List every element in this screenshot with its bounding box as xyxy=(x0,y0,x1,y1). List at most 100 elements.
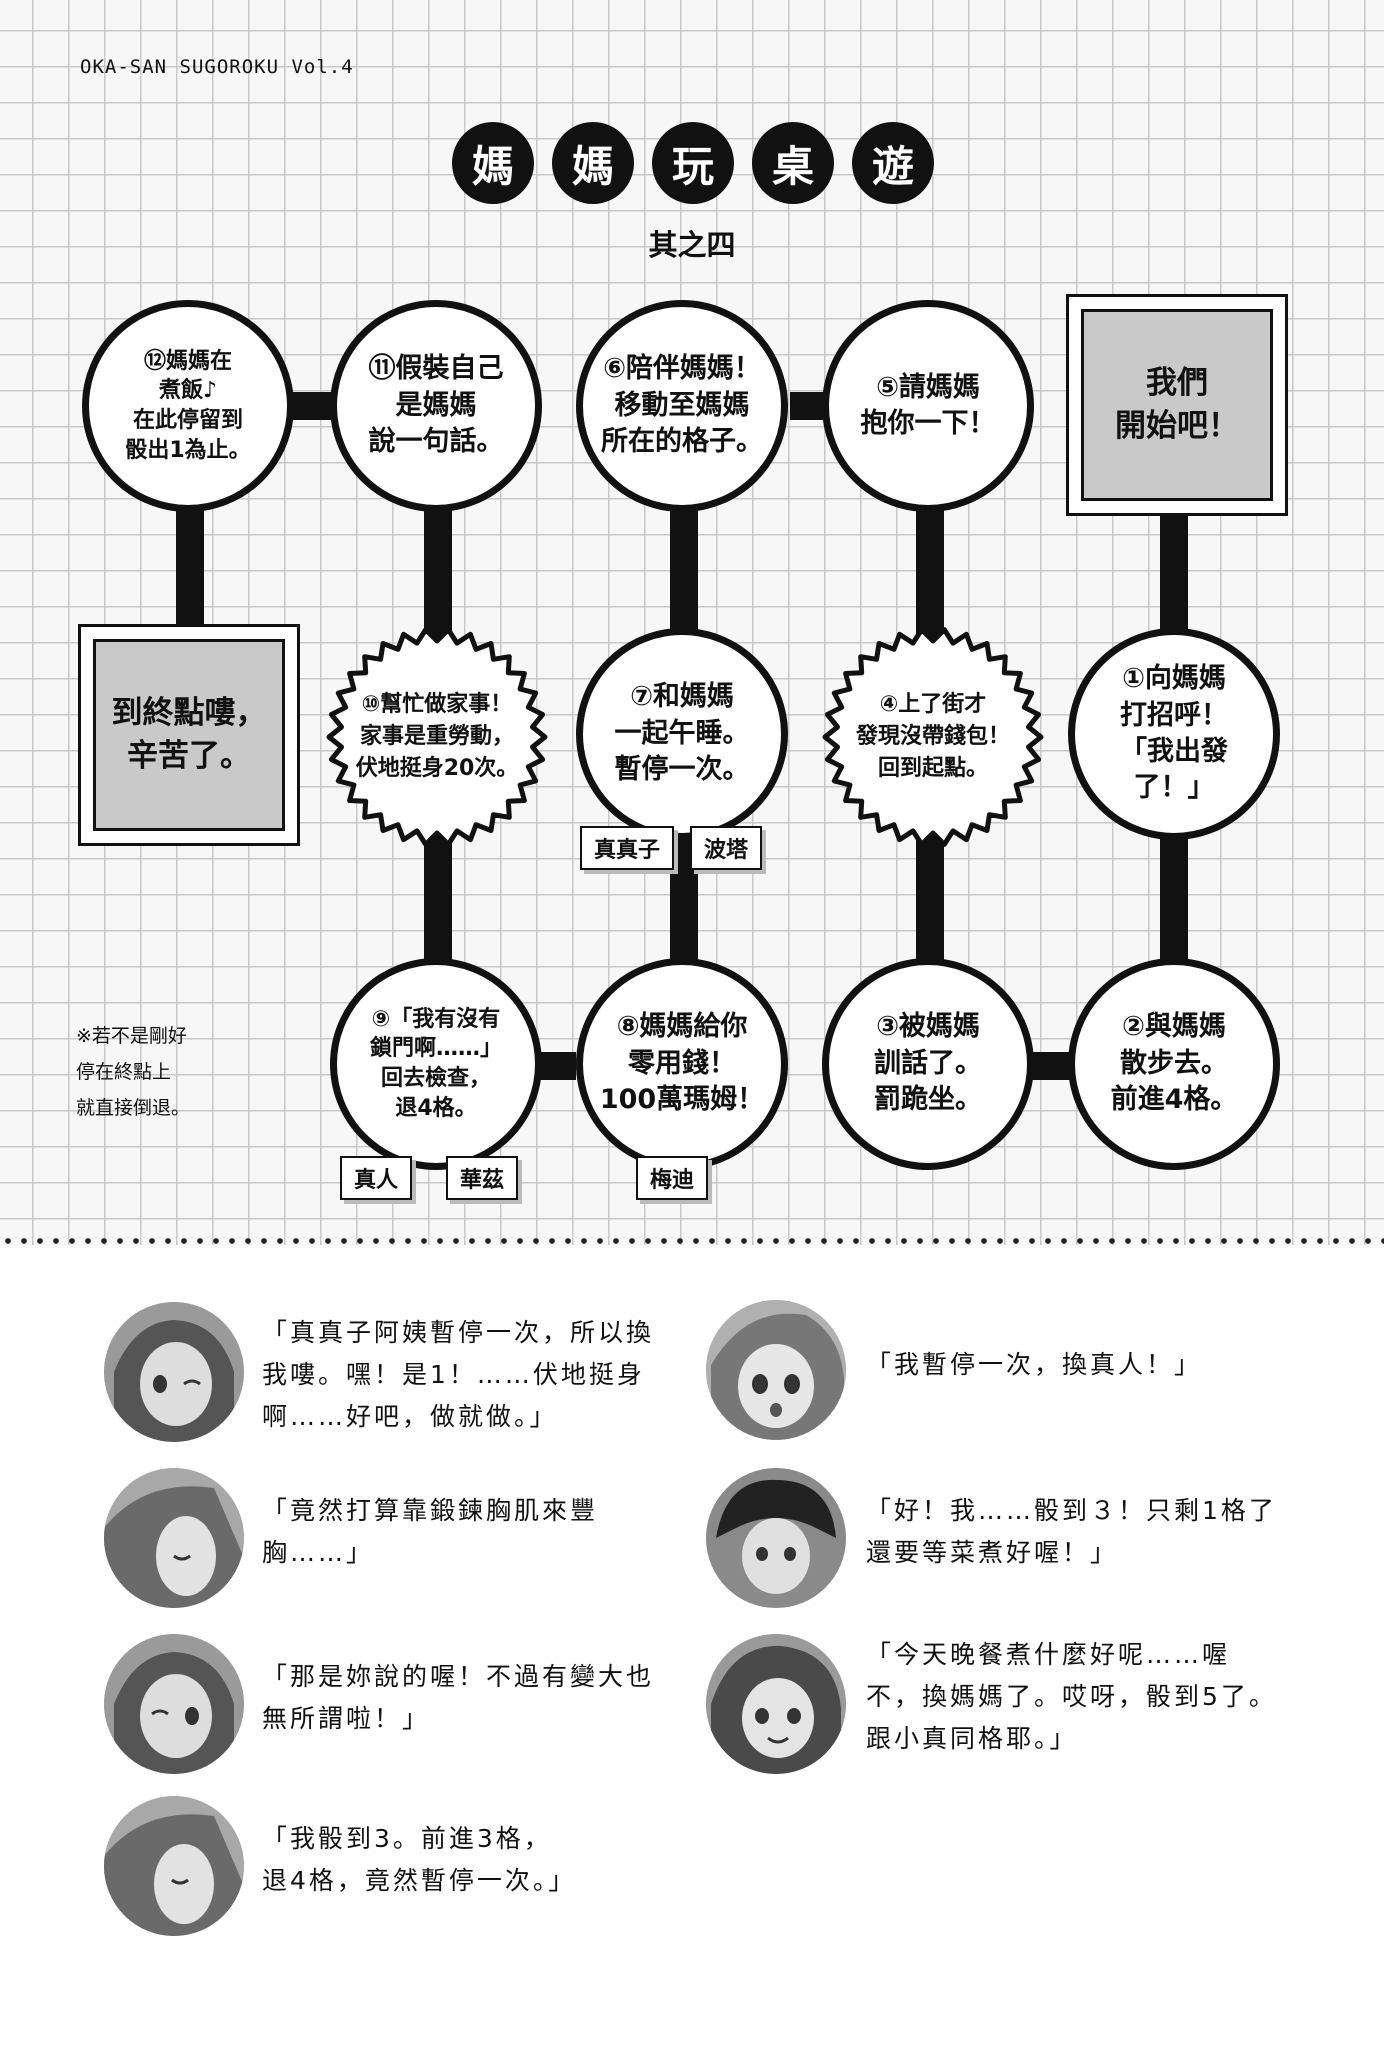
goal-text-line: 辛苦了。 xyxy=(127,738,251,774)
cell-text-line: ②與媽媽 xyxy=(1122,1011,1226,1043)
cell-text-line: 「我出發 xyxy=(1120,736,1228,767)
cell-text-line: ⑧媽媽給你 xyxy=(616,1011,748,1043)
quote-line: 「那是妳說的喔！不過有變大也 xyxy=(262,1662,655,1691)
cell-text-line: 說一句話。 xyxy=(368,426,504,458)
quote-line: 無所謂啦！」 xyxy=(262,1704,431,1733)
goal-text-line: 到終點嘍， xyxy=(111,694,267,731)
board-cell-4: ④上了街才 發現沒帶錢包！ 回到起點。 xyxy=(820,624,1046,850)
player-tag: 真人 xyxy=(340,1156,413,1200)
avatar-3 xyxy=(104,1634,244,1774)
board-cell-1: ①向媽媽 打招呼！ 「我出發 了！」 xyxy=(1068,628,1280,840)
path-connector xyxy=(1160,820,1188,970)
dialogue-quote: 「今天晚餐煮什麼好呢……喔 不，換媽媽了。哎呀，骰到5了。 跟小真同格耶。」 xyxy=(866,1634,1277,1760)
goal-square: 到終點嘍， 辛苦了。 xyxy=(78,624,300,846)
quote-line: 跟小真同格耶。」 xyxy=(866,1724,1078,1753)
quote-line: 我嘍。嘿！是1！……伏地挺身 xyxy=(262,1360,645,1389)
cell-text-line: ③被媽媽 xyxy=(876,1011,980,1043)
player-tag: 梅迪 xyxy=(636,1156,709,1200)
avatar-1 xyxy=(104,1302,244,1442)
player-tag: 波塔 xyxy=(690,826,763,870)
page-title: 媽 媽 玩 桌 遊 xyxy=(452,122,934,204)
cell-text-line: 了！」 xyxy=(1133,772,1215,804)
cell-text-line: 家事是重勞動， xyxy=(359,724,514,750)
cell-text-line: 發現沒帶錢包！ xyxy=(855,724,1010,750)
cell-text-line: 鎖門啊……」 xyxy=(369,1036,502,1062)
avatar-5 xyxy=(706,1300,846,1440)
cell-text-line: 回去檢查， xyxy=(380,1066,491,1091)
quote-line: 胸……」 xyxy=(262,1538,375,1567)
cell-text-line: ⑥陪伴媽媽！ xyxy=(603,353,761,385)
cell-text-line: ⑤請媽媽 xyxy=(876,371,980,403)
board-cell-10: ⑩幫忙做家事！ 家事是重勞動， 伏地挺身20次。 xyxy=(324,624,550,850)
board-cell-2: ②與媽媽 散步去。 前進4格。 xyxy=(1068,958,1280,1170)
path-connector xyxy=(1028,1052,1074,1080)
dotted-divider xyxy=(0,1236,1384,1246)
board-cell-6: ⑥陪伴媽媽！ 移動至媽媽 所在的格子。 xyxy=(576,300,788,512)
quote-line: 不，換媽媽了。哎呀，骰到5了。 xyxy=(866,1682,1277,1711)
quote-line: 「今天晚餐煮什麼好呢……喔 xyxy=(866,1640,1231,1669)
dialogue-quote: 「我骰到3。前進3格， 退4格，竟然暫停一次。」 xyxy=(262,1818,576,1902)
burst-shape xyxy=(326,627,548,847)
dialogue-quote: 「我暫停一次，換真人！」 xyxy=(866,1344,1202,1386)
title-char: 遊 xyxy=(852,122,934,204)
start-text-line: 我們 xyxy=(1146,364,1208,401)
avatar-6 xyxy=(706,1468,846,1608)
path-connector xyxy=(290,392,336,420)
board-cell-9: ⑨「我有沒有 鎖門啊……」 回去檢查， 退4格。 xyxy=(330,958,542,1170)
cell-text-line: 一起午睡。 xyxy=(614,717,750,749)
cell-text-line: ①向媽媽 xyxy=(1122,663,1226,695)
quote-line: 「竟然打算靠鍛鍊胸肌來豐 xyxy=(262,1496,599,1525)
board-cell-3: ③被媽媽 訓話了。 罰跪坐。 xyxy=(822,958,1034,1170)
cell-text-line: 退4格。 xyxy=(395,1095,477,1121)
cell-text-line: 訓話了。 xyxy=(874,1047,982,1079)
quote-line: 還要等菜煮好喔！」 xyxy=(866,1538,1119,1567)
note-line: 就直接倒退。 xyxy=(76,1097,191,1120)
quote-line: 「我骰到3。前進3格， xyxy=(262,1824,552,1853)
path-connector xyxy=(176,500,204,630)
rule-note: ※若不是剛好 停在終點上 就直接倒退。 xyxy=(76,1018,190,1126)
cell-text-line: 伏地挺身20次。 xyxy=(355,755,519,781)
note-line: 停在終點上 xyxy=(76,1061,172,1084)
cell-text-line: 所在的格子。 xyxy=(601,426,763,458)
player-tag: 華茲 xyxy=(446,1156,519,1200)
cell-text-line: ⑩幫忙做家事！ xyxy=(361,692,513,718)
cell-text-line: 打招呼！ xyxy=(1120,699,1228,731)
quote-line: 「好！我……骰到３！只剩1格了 xyxy=(866,1496,1277,1525)
avatar-7 xyxy=(706,1634,846,1774)
board-cell-7: ⑦和媽媽 一起午睡。 暫停一次。 xyxy=(576,628,788,840)
page-subtitle: 其之四 xyxy=(648,228,736,262)
quote-line: 「真真子阿姨暫停一次，所以換 xyxy=(262,1318,655,1347)
cell-text-line: ④上了街才 xyxy=(879,692,987,718)
series-label: OKA-SAN SUGOROKU Vol.4 xyxy=(80,56,354,78)
note-line: ※若不是剛好 xyxy=(76,1025,187,1047)
cell-text-line: 100萬瑪姆！ xyxy=(599,1084,765,1116)
quote-line: 退4格，竟然暫停一次。」 xyxy=(262,1866,577,1895)
cell-text-line: 回到起點。 xyxy=(877,755,988,781)
cell-text-line: 移動至媽媽 xyxy=(614,389,750,421)
title-char: 玩 xyxy=(652,122,734,204)
cell-text-line: 在此停留到 xyxy=(132,408,243,433)
cell-text-line: 暫停一次。 xyxy=(614,754,750,786)
player-tag: 真真子 xyxy=(580,826,675,870)
board-cell-8: ⑧媽媽給你 零用錢！ 100萬瑪姆！ xyxy=(576,958,788,1170)
title-char: 媽 xyxy=(552,122,634,204)
start-square: 我們 開始吧！ xyxy=(1066,294,1288,516)
cell-text-line: 是媽媽 xyxy=(395,389,477,421)
cell-text-line: 抱你一下！ xyxy=(860,408,996,439)
cell-text-line: 散步去。 xyxy=(1119,1047,1228,1079)
quote-line: 啊……好吧，做就做。」 xyxy=(262,1402,558,1431)
quote-line: 「我暫停一次，換真人！」 xyxy=(866,1350,1203,1379)
cell-text-line: ⑪假裝自己 xyxy=(368,353,504,385)
dialogue-quote: 「好！我……骰到３！只剩1格了 還要等菜煮好喔！」 xyxy=(866,1490,1277,1574)
board-cell-12: ⑫媽媽在 煮飯♪ 在此停留到 骰出1為止。 xyxy=(82,300,294,512)
avatar-4 xyxy=(104,1796,244,1936)
cell-text-line: 罰跪坐。 xyxy=(874,1084,982,1116)
board-cell-11: ⑪假裝自己 是媽媽 說一句話。 xyxy=(330,300,542,512)
title-char: 媽 xyxy=(452,122,534,204)
dialogue-quote: 「那是妳說的喔！不過有變大也 無所謂啦！」 xyxy=(262,1656,654,1740)
burst-shape xyxy=(822,627,1044,847)
cell-text-line: ⑨「我有沒有 xyxy=(371,1006,501,1032)
cell-text-line: 零用錢！ xyxy=(628,1047,736,1079)
avatar-2 xyxy=(104,1468,244,1608)
start-text-line: 開始吧！ xyxy=(1115,408,1239,444)
